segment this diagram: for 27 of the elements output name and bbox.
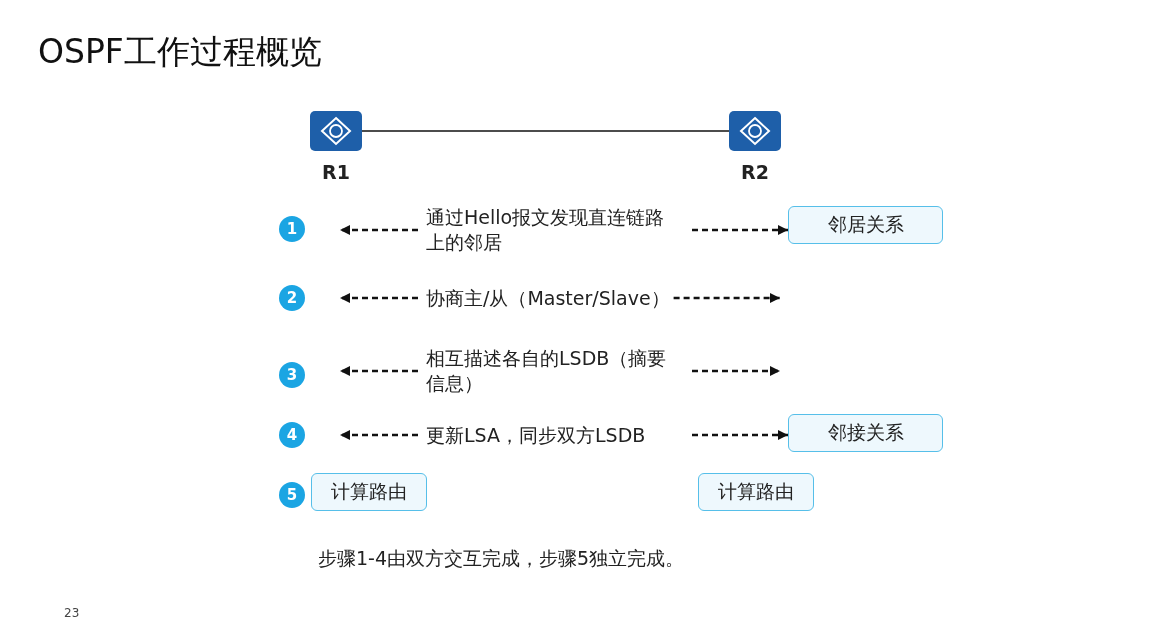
router-label: R2 xyxy=(741,161,769,183)
link-line xyxy=(361,130,730,132)
step-number: 5 xyxy=(279,482,305,508)
state-box: 邻接关系 xyxy=(788,414,943,452)
dashed-arrow xyxy=(340,292,418,304)
router-label: R1 xyxy=(322,161,350,183)
note-text: 步骤1-4由双方交互完成，步骤5独立完成。 xyxy=(318,546,685,571)
state-box: 邻居关系 xyxy=(788,206,943,244)
step-number: 1 xyxy=(279,216,305,242)
step-description: 更新LSA，同步双方LSDB xyxy=(426,420,646,450)
slide-title: OSPF工作过程概览 xyxy=(38,31,322,73)
dashed-arrow xyxy=(340,429,418,441)
step-description: 协商主/从（Master/Slave） xyxy=(426,283,670,313)
dashed-arrow xyxy=(692,365,780,377)
dashed-arrow xyxy=(692,429,788,441)
state-box: 计算路由 xyxy=(698,473,814,511)
step-number: 3 xyxy=(279,362,305,388)
dashed-arrow xyxy=(340,224,418,236)
dashed-arrow xyxy=(692,224,788,236)
dashed-arrow xyxy=(673,292,780,304)
step-description: 相互描述各自的LSDB（摘要信息） xyxy=(426,343,678,399)
state-box: 计算路由 xyxy=(311,473,427,511)
step-description: 通过Hello报文发现直连链路上的邻居 xyxy=(426,205,678,255)
dashed-arrow xyxy=(340,365,418,377)
step-number: 4 xyxy=(279,422,305,448)
page-number: 23 xyxy=(64,606,80,620)
step-number: 2 xyxy=(279,285,305,311)
